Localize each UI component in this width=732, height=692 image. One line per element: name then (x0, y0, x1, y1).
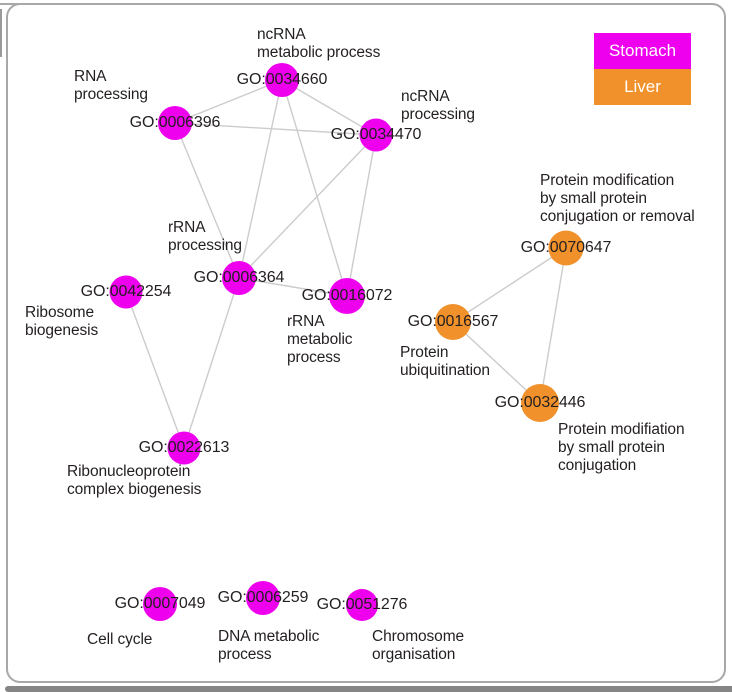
top-edge-line (0, 3, 22, 5)
edge-GO-0034660-GO-0006364 (238, 79, 283, 279)
node-circle-go-0032446 (521, 384, 559, 422)
node-circle-go-0006364 (222, 261, 256, 295)
edge-GO-0006364-GO-0016072 (238, 277, 348, 297)
figure-border (6, 3, 726, 683)
node-circle-go-0007049 (143, 587, 177, 621)
go-id-label-go-0016072: GO:0016072 (301, 287, 393, 304)
go-id-label-go-0042254: GO:0042254 (80, 283, 172, 300)
go-id-label-go-0032446: GO:0032446 (494, 394, 586, 411)
go-id-label-go-0006259: GO:0006259 (217, 589, 309, 606)
go-id-label-go-0016567: GO:0016567 (407, 313, 499, 330)
go-id-label-go-0051276: GO:0051276 (316, 596, 408, 613)
legend-item-liver: Liver (594, 69, 691, 105)
go-id-label-go-0034470: GO:0034470 (330, 126, 422, 143)
go-id-label-go-0022613: GO:0022613 (138, 439, 230, 456)
edge-GO-0006396-GO-0034470 (174, 122, 377, 136)
node-circle-go-0051276 (346, 589, 378, 621)
node-description-go-0007049: Cell cycle (87, 631, 153, 648)
legend-label-liver: Liver (624, 77, 661, 96)
node-circle-go-0034660 (265, 63, 299, 97)
go-id-label-go-0070647: GO:0070647 (520, 239, 612, 256)
edge-GO-0006364-GO-0022613 (183, 277, 240, 449)
edge-GO-0006396-GO-0034660 (174, 79, 283, 124)
go-id-label-go-0006396: GO:0006396 (129, 114, 221, 131)
node-circle-go-0034470 (359, 118, 393, 152)
node-circle-go-0006396 (158, 106, 192, 140)
legend: Stomach Liver (594, 33, 691, 105)
edge-GO-0070647-GO-0032446 (539, 247, 567, 404)
node-circle-go-0016072 (329, 278, 365, 314)
node-circle-go-0042254 (109, 275, 143, 309)
edge-GO-0034470-GO-0016072 (346, 134, 377, 297)
edge-GO-0016567-GO-0032446 (452, 321, 541, 404)
edge-GO-0034470-GO-0006364 (238, 134, 377, 279)
edge-GO-0070647-GO-0016567 (452, 247, 567, 323)
left-edge-line (0, 9, 2, 57)
node-circle-go-0022613 (167, 431, 201, 465)
node-circle-go-0006259 (246, 581, 280, 615)
node-circle-go-0016567 (435, 304, 471, 340)
edge-GO-0034660-GO-0034470 (281, 79, 377, 136)
bottom-edge-bar (5, 686, 732, 692)
legend-label-stomach: Stomach (608, 41, 677, 60)
edge-GO-0006396-GO-0006364 (174, 122, 240, 279)
go-id-label-go-0034660: GO:0034660 (236, 71, 328, 88)
edge-GO-0034660-GO-0016072 (281, 79, 348, 297)
go-id-label-go-0007049: GO:0007049 (114, 595, 206, 612)
legend-item-stomach: Stomach (594, 33, 691, 69)
node-circle-go-0070647 (548, 230, 584, 266)
edge-GO-0042254-GO-0022613 (125, 291, 185, 449)
go-id-label-go-0006364: GO:0006364 (193, 269, 285, 286)
